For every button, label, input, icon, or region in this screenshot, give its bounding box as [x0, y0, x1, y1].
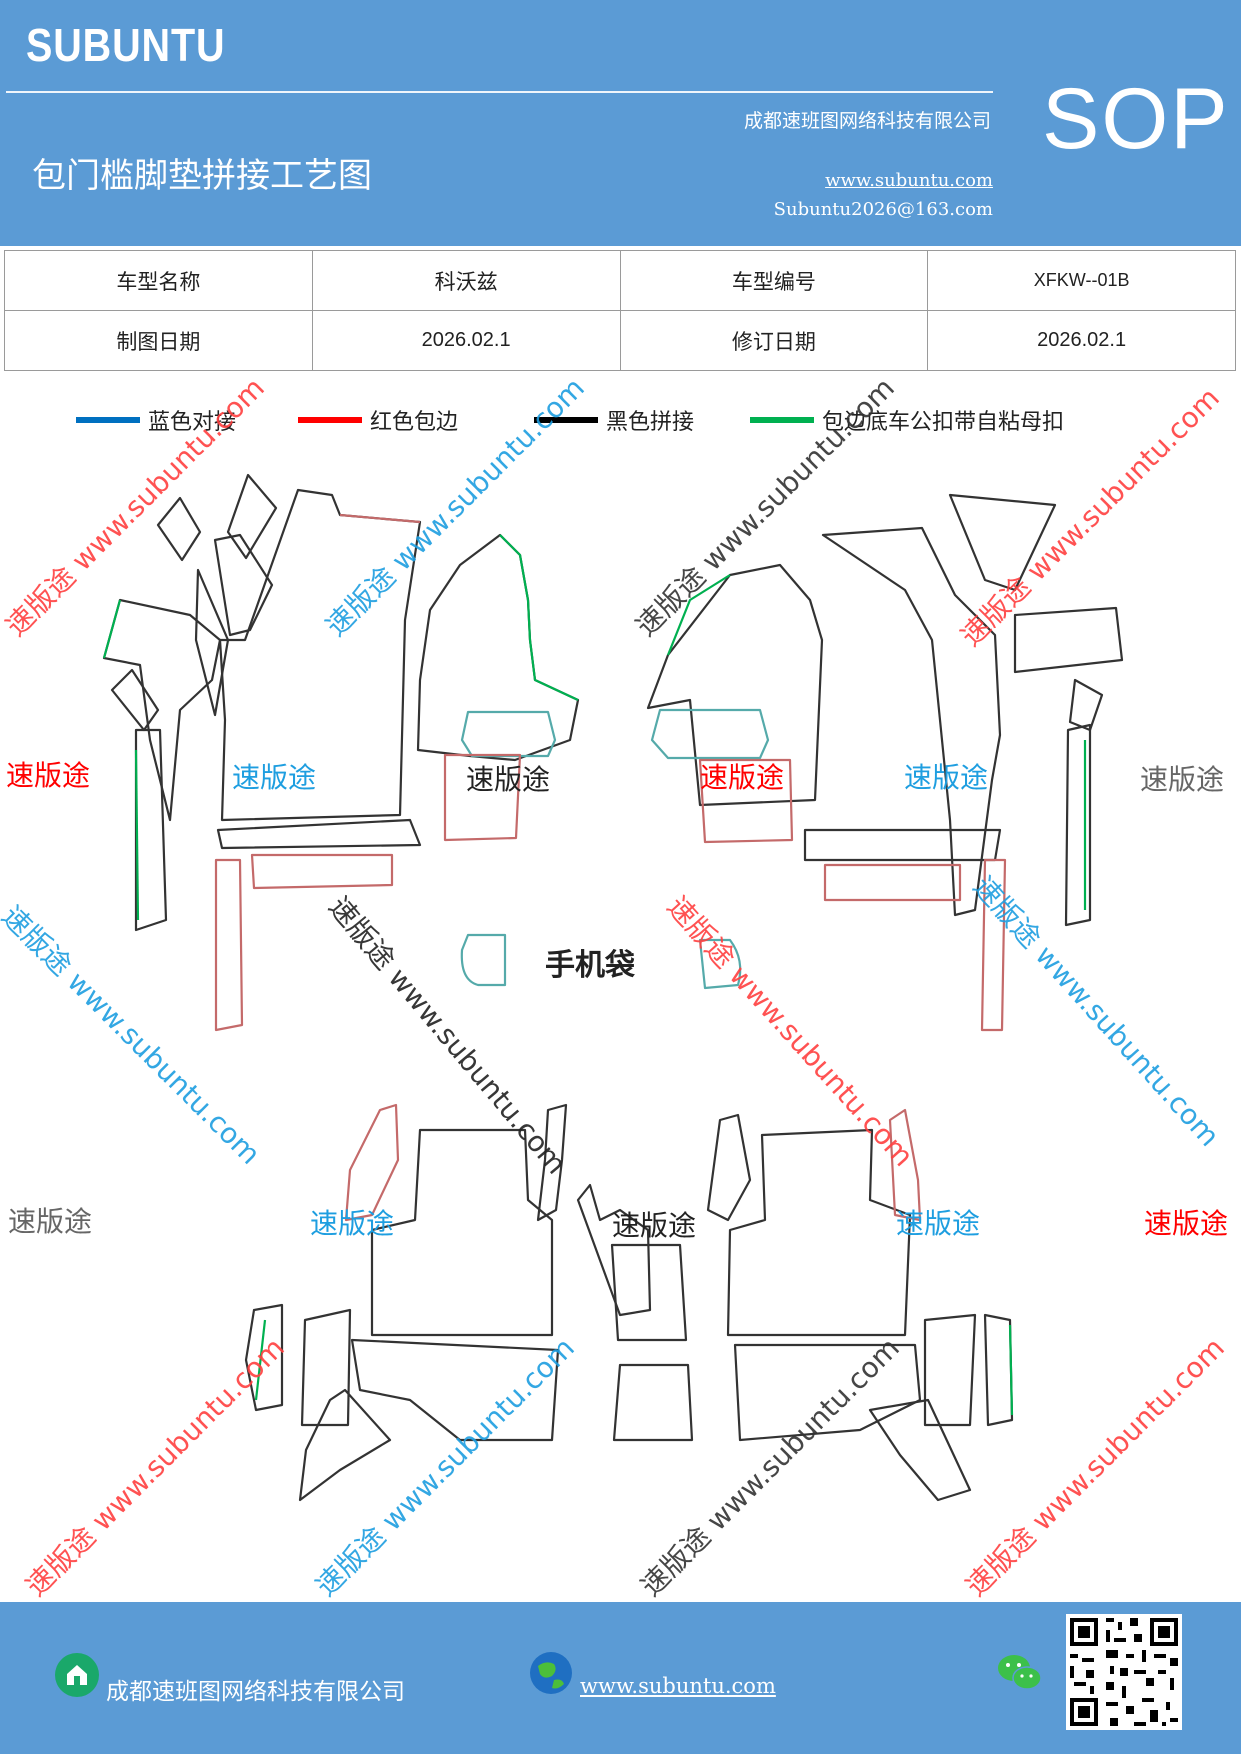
legend-item-green: 包边底车公扣带自粘母扣 [750, 404, 1064, 436]
watermark-brand: 速版途 [896, 1207, 981, 1240]
header-banner: SUBUNTU 成都速班图网络科技有限公司 包门槛脚垫拼接工艺图 www.sub… [0, 0, 1241, 246]
legend-swatch [534, 417, 598, 423]
info-table: 车型名称 科沃兹 车型编号 XFKW--01B 制图日期 2026.02.1 修… [4, 250, 1236, 371]
header-divider [6, 91, 993, 93]
watermark-brand: 速版途 [1144, 1207, 1229, 1240]
legend-label: 红色包边 [370, 410, 459, 435]
watermark-brand: 速版途 [612, 1209, 697, 1242]
watermark-brand: 速版途 [466, 763, 551, 796]
sop-badge: SOP [1042, 71, 1230, 167]
drawing-date-label: 制图日期 [4, 310, 313, 371]
watermark-brand: 速版途 [232, 761, 317, 794]
table-row: 制图日期 2026.02.1 修订日期 2026.02.1 [4, 310, 1236, 371]
wechat-icon[interactable] [996, 1652, 1044, 1694]
rear-pieces [244, 1103, 1014, 1502]
legend-item-black: 黑色拼接 [534, 404, 694, 436]
revision-date-label: 修订日期 [619, 310, 929, 371]
header-company: 成都速班图网络科技有限公司 [743, 110, 991, 132]
watermark-brand: 速版途 [1140, 763, 1225, 796]
front-right-pieces [646, 493, 1124, 1032]
model-name-value: 科沃兹 [311, 250, 621, 311]
brand-logo: SUBUNTU [26, 19, 226, 71]
legend-swatch [298, 417, 362, 423]
header-email[interactable]: Subuntu2026@163.com [773, 199, 993, 220]
building-icon [55, 1653, 99, 1697]
mat-pattern-drawing [102, 473, 1124, 1502]
revision-date-value: 2026.02.1 [927, 310, 1236, 371]
watermark-brand: 速版途 [700, 761, 785, 794]
page-title: 包门槛脚垫拼接工艺图 [32, 156, 372, 196]
legend: 蓝色对接 红色包边 黑色拼接 包边底车公扣带自粘母扣 [0, 404, 1241, 438]
legend-swatch [750, 417, 814, 423]
model-code-value: XFKW--01B [927, 250, 1236, 311]
legend-item-blue: 蓝色对接 [76, 404, 236, 436]
legend-item-red: 红色包边 [298, 404, 458, 436]
header-website-link[interactable]: www.subuntu.com [825, 170, 993, 191]
watermark-brand: 速版途 [6, 759, 91, 792]
footer-banner: 成都速班图网络科技有限公司 www.subuntu.com [0, 1602, 1241, 1754]
footer-website-link[interactable]: www.subuntu.com [580, 1674, 776, 1698]
model-code-label: 车型编号 [619, 250, 929, 311]
legend-swatch [76, 417, 140, 423]
legend-label: 蓝色对接 [148, 410, 237, 435]
model-name-label: 车型名称 [4, 250, 313, 311]
front-left-pieces [102, 473, 580, 1032]
watermark-brand: 速版途 [904, 761, 989, 794]
watermark-brand: 速版途 [310, 1207, 395, 1240]
phone-bag-pieces [460, 933, 742, 990]
legend-label: 包边底车公扣带自粘母扣 [822, 410, 1065, 435]
footer-company: 成都速班图网络科技有限公司 [106, 1679, 405, 1705]
legend-label: 黑色拼接 [606, 410, 695, 435]
globe-icon [530, 1652, 572, 1694]
qr-code[interactable] [1066, 1614, 1182, 1730]
watermark-brand: 速版途 [8, 1205, 93, 1238]
phone-bag-label: 手机袋 [545, 948, 635, 983]
table-row: 车型名称 科沃兹 车型编号 XFKW--01B [4, 250, 1236, 311]
drawing-date-value: 2026.02.1 [311, 310, 621, 371]
